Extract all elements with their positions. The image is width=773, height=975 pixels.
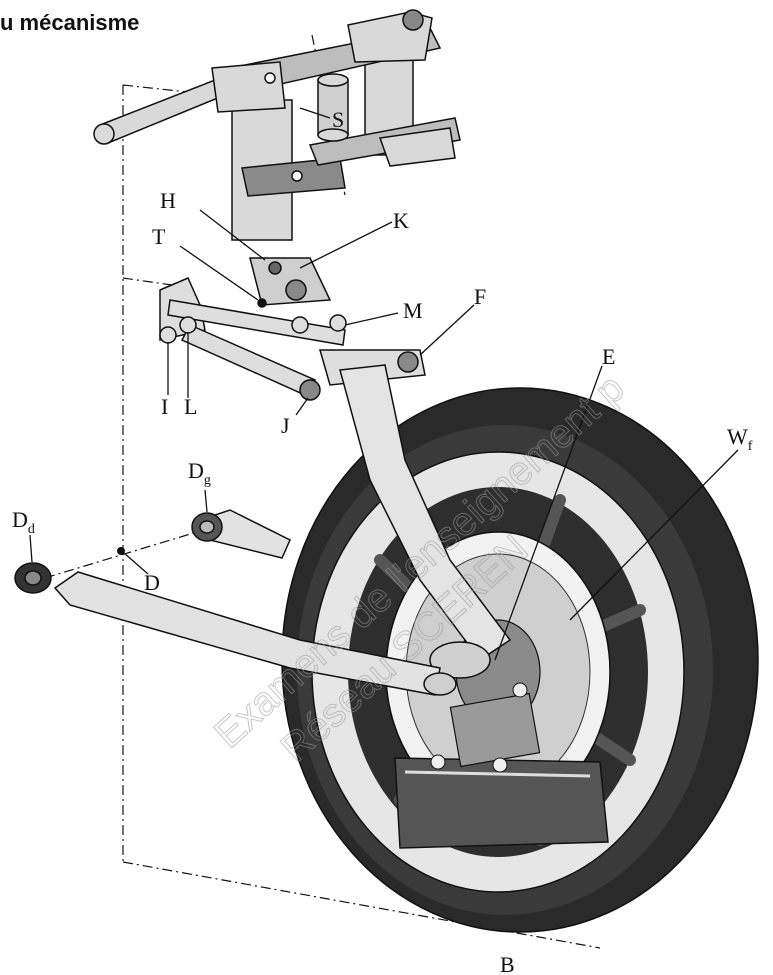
leader-lines xyxy=(29,107,739,661)
label-M: M xyxy=(403,298,423,323)
page-title: u mécanisme xyxy=(0,10,140,35)
steering-rods xyxy=(14,509,457,696)
label-H: H xyxy=(160,188,176,213)
label-S: S xyxy=(332,107,344,132)
label-Dg: Dg xyxy=(188,458,211,488)
linkage-arms xyxy=(159,257,426,401)
label-E: E xyxy=(602,344,615,369)
label-D: D xyxy=(144,570,160,595)
label-F: F xyxy=(474,284,486,309)
label-Wf: Wf xyxy=(727,424,753,454)
label-Dd: Dd xyxy=(12,507,35,537)
label-K: K xyxy=(393,208,409,233)
label-L: L xyxy=(184,394,197,419)
hub-carrier-arm xyxy=(339,364,512,679)
label-T: T xyxy=(152,224,166,249)
label-J: J xyxy=(281,413,290,438)
label-B: B xyxy=(500,952,515,975)
label-I: I xyxy=(161,394,168,419)
point-labels: S H K T M F E I L J Wf Dg Dd D B xyxy=(12,107,753,975)
steering-head xyxy=(93,9,461,241)
